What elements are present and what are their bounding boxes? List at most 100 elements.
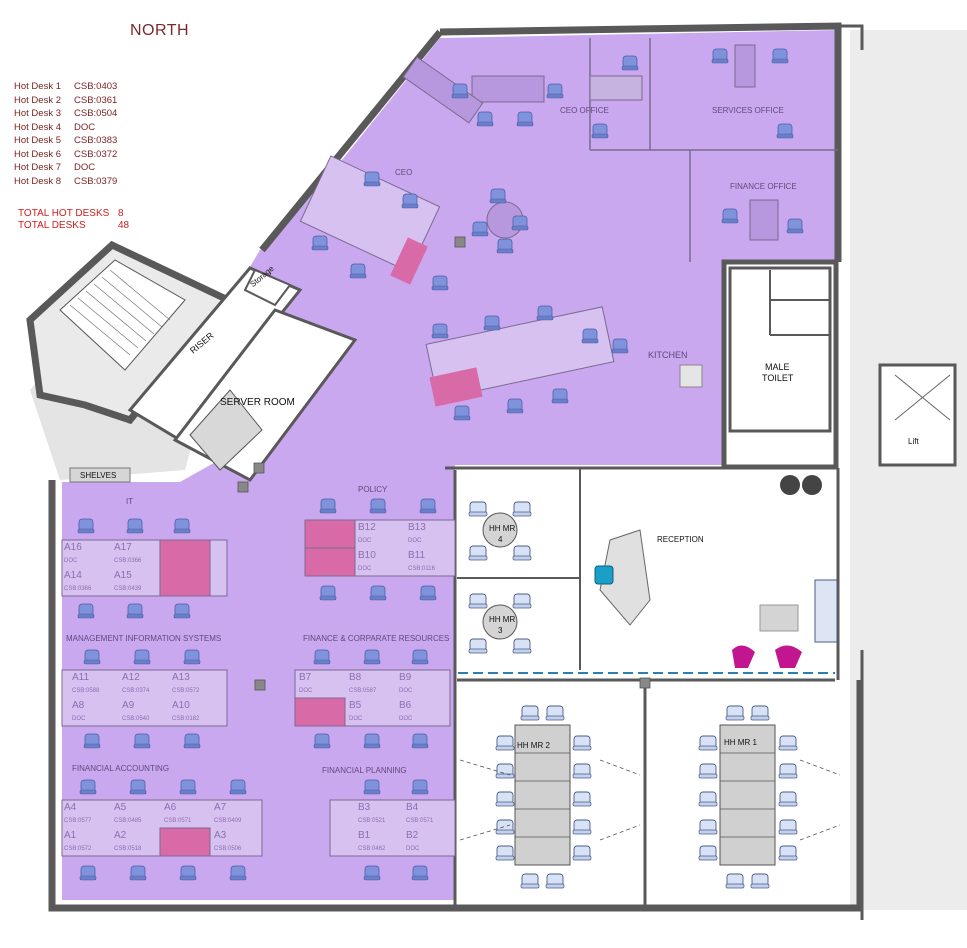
legend-label: Hot Desk 8 [14,175,61,187]
legend-value: CSB:0504 [74,108,118,119]
desk-b12: B12 [358,522,376,533]
desk-a11-id: CSB:0588 [72,688,100,694]
legend-label: Hot Desk 7 [14,162,61,173]
ceo-office-label: CEO OFFICE [560,106,609,115]
desk-a10: A10 [172,700,190,711]
male-toilet-label-1: MALE [765,362,790,372]
legend-label: Hot Desk 4 [14,121,61,133]
server-room-label: SERVER ROOM [220,397,295,408]
hh-mr2-label: HH MR 2 [517,741,550,750]
legend-row: Hot Desk 3 CSB:0504 [14,107,117,121]
desk-b12-id: DOC [358,538,372,544]
desk-b13-id: DOC [408,538,422,544]
hh-mr1-label: HH MR 1 [724,738,757,747]
legend-value: CSB:0383 [74,135,118,146]
legend-label: Hot Desk 1 [14,81,61,92]
hh-mr4-number: 4 [498,535,503,544]
desk-totals: TOTAL HOT DESKS 8 TOTAL DESKS 48 [18,208,129,232]
desk-a17-id: CSB:0366 [114,558,142,564]
desk-a7: A7 [214,802,227,813]
desk-b8: B8 [349,672,362,683]
finance-office-label: FINANCE OFFICE [730,182,797,191]
legend-label: Hot Desk 6 [14,148,61,160]
desk-a5-id: CSB:0485 [114,818,142,824]
legend-row: Hot Desk 5 CSB:0383 [14,134,117,148]
shelves-label: SHELVES [80,471,117,480]
policy-label: POLICY [358,485,388,494]
desk-b13: B13 [408,522,426,533]
desk-b7: B7 [299,672,312,683]
total-hot-desks-value: 8 [118,208,124,219]
desk-b8-id: CSB:0587 [349,688,377,694]
legend-row: Hot Desk 2 CSB:0361 [14,94,117,108]
desk-a12-id: CSB:0374 [122,688,150,694]
desk-a13-id: CSB:0572 [172,688,200,694]
stair-core [26,240,358,483]
desk-a9-id: CSB:0540 [122,716,150,722]
desk-blocks [61,519,456,857]
desk-b10: B10 [358,550,376,561]
desk-a4: A4 [64,802,77,813]
desk-b5: B5 [349,700,362,711]
large-meeting-rooms [459,705,841,889]
legend-label: Hot Desk 2 [14,94,61,106]
desk-a9: A9 [122,700,135,711]
legend-label: Hot Desk 3 [14,108,61,119]
desk-a14: A14 [64,570,82,581]
hh-mr3-number: 3 [498,626,503,635]
desk-a13: A13 [172,672,190,683]
desk-b2-id: DOC [406,846,420,852]
hh-mr4-label: HH MR [489,524,516,533]
desk-a1: A1 [64,830,77,841]
desk-a10-id: CSB:0182 [172,716,200,722]
mis-label: MANAGEMENT INFORMATION SYSTEMS [66,634,222,643]
total-desks-label: TOTAL DESKS [18,220,86,231]
reception-label: RECEPTION [657,535,704,544]
hh-mr3-label: HH MR [489,615,516,624]
desk-b4-id: CSB:0571 [406,818,434,824]
kitchen-label: KITCHEN [648,350,688,360]
desk-a14-id: CSB:0366 [64,586,92,592]
desk-a17: A17 [114,542,132,553]
legend-value: DOC [74,121,96,133]
total-hot-desks-label: TOTAL HOT DESKS [18,208,110,219]
desk-a11: A11 [72,672,90,683]
north-label: NORTH [130,22,190,39]
desk-b6: B6 [399,700,412,711]
desk-a7-id: CSB:0409 [214,818,242,824]
reception-furniture [458,475,838,674]
desk-a16: A16 [64,542,82,553]
desk-b6-id: DOC [399,716,413,722]
desk-b1-id: CSB:0462 [358,846,386,852]
desk-a8-id: DOC [72,716,86,722]
desk-a8: A8 [72,700,85,711]
ceo-label: CEO [395,168,413,177]
desk-a2: A2 [114,830,127,841]
services-office-label: SERVICES OFFICE [712,106,784,115]
small-meeting-rooms [457,468,581,670]
male-toilet-label-2: TOILET [762,373,794,383]
desk-b4: B4 [406,802,419,813]
legend-label: Hot Desk 5 [14,135,61,146]
total-desks-value: 48 [118,220,130,231]
toilet-block [721,259,957,470]
finance-corporate-label: FINANCE & CORPARATE RESOURCES [303,634,450,643]
desk-b1: B1 [358,830,371,841]
desk-a3: A3 [214,830,227,841]
desk-b5-id: DOC [349,716,363,722]
legend-value: CSB:0361 [74,94,118,106]
financial-planning-label: FINANCIAL PLANNING [322,766,407,775]
desk-b10-id: DOC [358,566,372,572]
desk-a4-id: CSB:0577 [64,818,92,824]
desk-b9-id: DOC [399,688,413,694]
desk-b9: B9 [399,672,412,683]
financial-accounting-label: FINANCIAL ACCOUNTING [72,764,170,773]
desk-a3-id: CSB:0506 [214,846,242,852]
desk-a12: A12 [122,672,140,683]
